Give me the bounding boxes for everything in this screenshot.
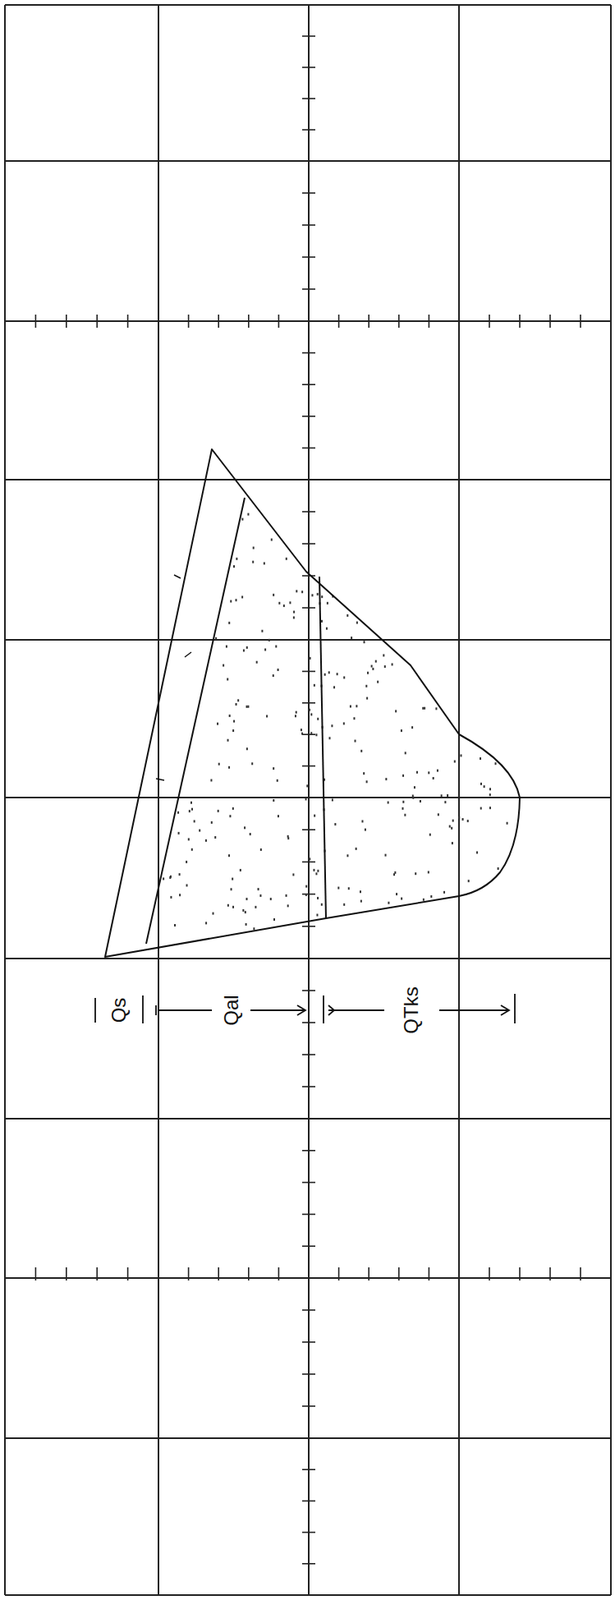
- unit-label: QTks: [401, 983, 422, 1036]
- unit-label: Qal: [221, 991, 242, 1028]
- unit-label: Qs: [109, 995, 129, 1026]
